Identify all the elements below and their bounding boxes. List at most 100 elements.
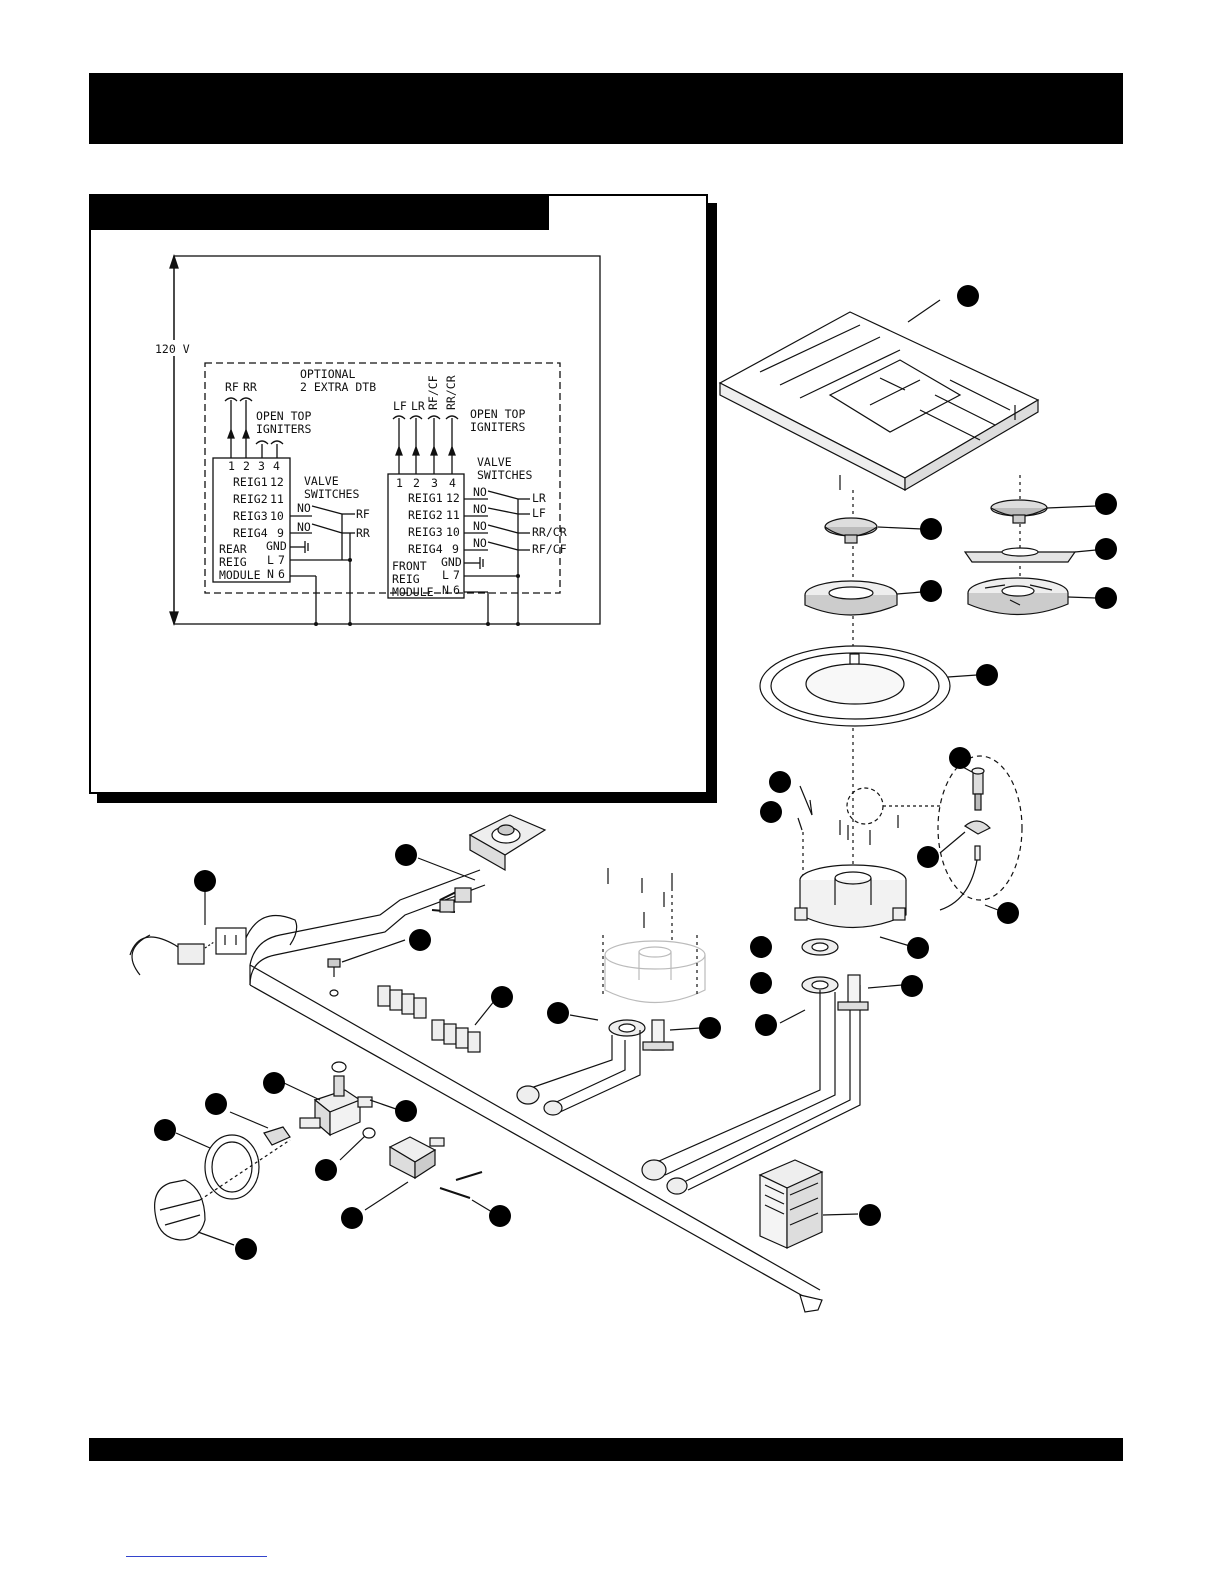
burner-head-icon [804,580,898,616]
part-callout-icon[interactable] [263,1072,285,1094]
screw-icon [439,1171,483,1199]
front-module-label-3: MODULE [392,585,434,599]
igniter-icon [971,767,985,811]
knob-bezel-icon [204,1134,260,1200]
voltage-label: 120 V [155,342,190,356]
burner-base-ghost-icon [604,940,706,1003]
part-callout-icon[interactable] [917,846,939,868]
part-callout-icon[interactable] [907,937,929,959]
rear-switch-out-rf: RF [356,507,370,521]
part-callout-icon[interactable] [760,801,782,823]
rear-terminal-1: 1 [228,459,235,473]
part-callout-icon[interactable] [750,936,772,958]
valve-icon [299,1061,376,1139]
part-callout-icon[interactable] [920,518,942,540]
part-callout-icon[interactable] [901,975,923,997]
burner-ring-icon [963,547,1077,563]
front-switch-out-rrcr: RR/CR [532,525,567,539]
footer-link-underline[interactable] [126,1556,267,1557]
part-callout-icon[interactable] [1095,587,1117,609]
part-callout-icon[interactable] [154,1119,176,1141]
part-callout-icon[interactable] [949,747,971,769]
terminal-block-icon [377,985,481,1053]
rear-row-4: REIG4 [233,526,268,540]
part-callout-icon[interactable] [235,1238,257,1260]
part-callout-icon[interactable] [395,1100,417,1122]
header-bar [89,73,1123,144]
rear-igniter-rr: RR [243,380,257,394]
rear-row-gnd: GND [266,539,287,553]
front-row-3: REIG3 [408,525,443,539]
part-callout-icon[interactable] [205,1093,227,1115]
rear-igniter-rf: RF [225,380,239,394]
rear-row-1-num: 12 [270,475,284,489]
igniter-bracket-icon [963,820,991,835]
part-callout-icon[interactable] [1095,538,1117,560]
front-igniter-leads [392,415,459,474]
part-callout-icon[interactable] [976,664,998,686]
rear-switch-wiring [290,505,355,624]
rear-module-label-1: REAR [219,542,247,556]
rear-switch-no-1: NO [297,501,311,515]
part-callout-icon[interactable] [997,902,1019,924]
rear-terminal-4: 4 [273,459,280,473]
gasket-icon [801,976,839,994]
rear-row-2-num: 11 [270,492,284,506]
rear-row-2: REIG2 [233,492,268,506]
valve-switch-icon [388,1136,445,1180]
part-callout-icon[interactable] [750,972,772,994]
front-row-3-num: 10 [446,525,460,539]
part-callout-icon[interactable] [859,1204,881,1226]
part-callout-icon[interactable] [920,580,942,602]
part-callout-icon[interactable] [491,986,513,1008]
front-row-2-num: 11 [446,508,460,522]
rear-row-l: L [267,553,274,567]
front-terminal-2: 2 [413,476,420,490]
reig-module-icon [758,1159,824,1249]
rear-row-l-num: 7 [278,553,285,567]
part-callout-icon[interactable] [755,1014,777,1036]
burner-cap-icon [824,517,878,544]
front-igniter-rfcf: RF/CF [426,375,440,410]
part-callout-icon[interactable] [1095,493,1117,515]
front-switch-wiring [464,490,530,624]
front-module-label-2: REIG [392,572,420,586]
front-row-gnd: GND [441,555,462,569]
rear-row-3: REIG3 [233,509,268,523]
part-callout-icon[interactable] [395,844,417,866]
rear-switch-out-rr: RR [356,526,370,540]
part-callout-icon[interactable] [409,929,431,951]
front-reig-module [387,473,465,599]
part-callout-icon[interactable] [547,1002,569,1024]
front-switch-no-3: NO [473,519,487,533]
wiring-schematic-panel [89,194,708,794]
front-terminal-4: 4 [449,476,456,490]
part-callout-icon[interactable] [315,1159,337,1181]
screw-icon [797,785,899,845]
rear-row-4-num: 9 [277,526,284,540]
screw-icon [607,868,673,928]
front-terminal-3: 3 [431,476,438,490]
knob-icon [154,1179,206,1241]
optional-label: OPTIONAL [300,367,355,381]
gasket-icon [801,938,839,956]
part-callout-icon[interactable] [769,771,791,793]
part-callout-icon[interactable] [489,1205,511,1227]
rear-terminal-2: 2 [243,459,250,473]
front-row-1-num: 12 [446,491,460,505]
front-switch-out-lr: LR [532,491,546,505]
gas-manifold-icon [249,869,823,1313]
burner-base-icon [794,864,907,928]
part-callout-icon[interactable] [699,1017,721,1039]
part-callout-icon[interactable] [194,870,216,892]
front-row-n: N [442,583,449,597]
front-switch-no-4: NO [473,536,487,550]
part-callout-icon[interactable] [957,285,979,307]
front-switch-no-1: NO [473,485,487,499]
rear-switches-label: SWITCHES [304,487,359,501]
rear-row-1: REIG1 [233,475,268,489]
igniter-detail-outline [937,755,1023,901]
part-callout-icon[interactable] [341,1207,363,1229]
